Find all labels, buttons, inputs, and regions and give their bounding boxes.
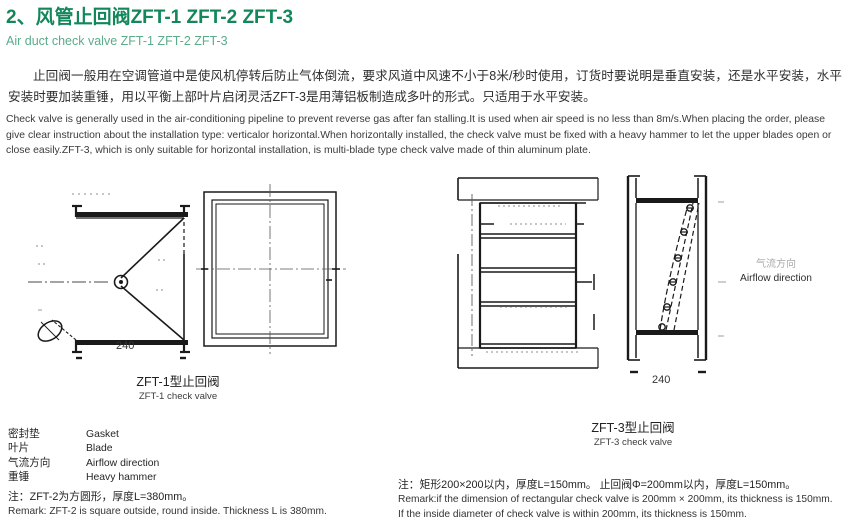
zft3-blades	[480, 202, 576, 349]
legend-term-english: Blade	[86, 443, 113, 455]
zft1-bottom-gasket	[72, 340, 190, 354]
legend-row: 重锤 Heavy hammer	[8, 471, 159, 485]
parts-legend-table: 密封垫 Gasket 叶片 Blade 气流方向 Airflow directi…	[8, 428, 159, 486]
legend-term-chinese: 重锤	[8, 471, 30, 484]
remark-right: 注：矩形200×200以内，厚度L=150mm。 止回阀Φ=200mm以内，厚度…	[398, 477, 833, 522]
legend-term-english: Heavy hammer	[86, 472, 157, 484]
intro-paragraph-chinese: 止回阀一般用在空调管道中是使风机停转后防止气体倒流，要求风道中风速不小于8米/秒…	[8, 69, 842, 104]
zft3-front-view	[457, 177, 599, 369]
zft1-caption-english: ZFT-1 check valve	[138, 391, 218, 402]
legend-term-chinese: 叶片	[8, 442, 30, 455]
zft1-technical-drawing	[28, 184, 346, 360]
remark-left: 注：ZFT-2为方圆形，厚度L=380mm。 Remark: ZFT-2 is …	[8, 489, 327, 520]
intro-paragraph-english: Check valve is generally used in the air…	[6, 114, 832, 156]
remark-left-english: Remark: ZFT-2 is square outside, round i…	[8, 506, 327, 517]
legend-term-chinese: 气流方向	[8, 456, 51, 469]
legend-row: 叶片 Blade	[8, 442, 159, 456]
document-header: 2、风管止回阀ZFT-1 ZFT-2 ZFT-3 Air duct check …	[6, 6, 846, 50]
remark-right-chinese: 注：矩形200×200以内，厚度L=150mm。 止回阀Φ=200mm以内，厚度…	[398, 479, 797, 491]
remark-right-english-line2: If the inside diameter of check valve is…	[398, 508, 747, 520]
zft3-side-view	[626, 175, 708, 374]
figure-zft1-caption: ZFT-1型止回阀 ZFT-1 check valve	[68, 374, 288, 404]
legend-row: 气流方向 Airflow direction	[8, 457, 159, 471]
zft1-heavy-hammer	[37, 319, 77, 342]
zft1-top-gasket	[72, 204, 190, 217]
remark-right-english-line1: Remark:if the dimension of rectangular c…	[398, 494, 833, 505]
zft1-pivot-hinge	[113, 274, 129, 290]
figure-zft3-drawing: 240	[450, 172, 750, 392]
page-title: 2、风管止回阀ZFT-1 ZFT-2 ZFT-3	[6, 7, 294, 28]
airflow-direction-english: Airflow direction	[740, 273, 812, 284]
zft1-dimension-240: 240	[116, 340, 135, 352]
zft3-technical-drawing	[457, 175, 726, 374]
legend-term-english: Gasket	[86, 429, 119, 440]
zft3-dimension-240: 240	[652, 374, 671, 386]
zft3-caption-chinese: ZFT-3型止回阀	[591, 421, 675, 435]
remark-left-chinese: 注：ZFT-2为方圆形，厚度L=380mm。	[8, 491, 194, 503]
zft1-caption-chinese: ZFT-1型止回阀	[136, 375, 220, 389]
page-subtitle: Air duct check valve ZFT-1 ZFT-2 ZFT-3	[6, 34, 228, 48]
zft3-caption-english: ZFT-3 check valve	[593, 437, 673, 448]
legend-row: 密封垫 Gasket	[8, 428, 159, 442]
airflow-direction-chinese: 气流方向	[756, 259, 796, 270]
parts-legend: 密封垫 Gasket 叶片 Blade 气流方向 Airflow directi…	[8, 428, 159, 486]
figure-zft3-caption: ZFT-3型止回阀 ZFT-3 check valve	[503, 420, 763, 450]
figure-zft1-drawing: 240	[8, 168, 348, 368]
legend-term-english: Airflow direction	[86, 457, 160, 469]
airflow-direction-note: 气流方向 Airflow direction	[716, 258, 836, 286]
legend-term-chinese: 密封垫	[8, 428, 40, 440]
